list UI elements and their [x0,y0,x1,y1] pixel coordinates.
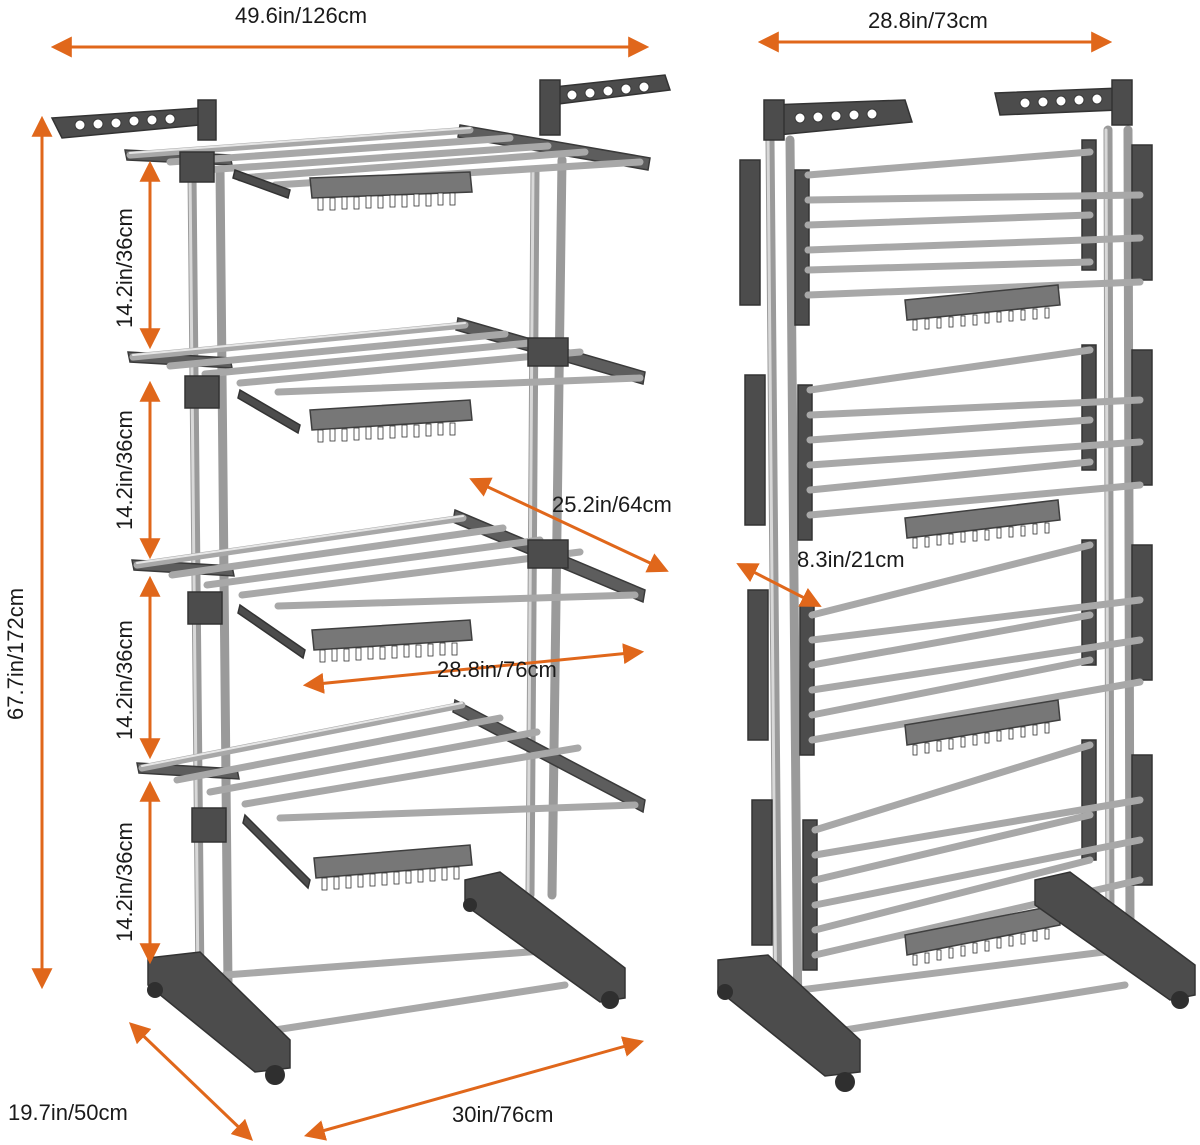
shelf-width-arrow [302,643,645,694]
base-width-label: 30in/76cm [452,1102,554,1127]
folded-panel-1 [739,139,1153,331]
shelf-spacing-label-2: 14.2in/36cm [112,410,137,530]
dimension-arrows [31,31,1113,1141]
shelf-diagonal-arrow [469,477,669,573]
base-depth-label: 19.7in/50cm [8,1100,128,1125]
expanded-base [147,871,626,1085]
base-width-arrow [303,1036,645,1141]
shelf-spacing-label-4: 14.2in/36cm [112,822,137,942]
overall-width-label: 49.6in/126cm [235,3,367,28]
folded-rack [717,79,1196,1092]
shelf-spacing-label-3: 14.2in/36cm [112,620,137,740]
shelf-diagonal-label: 25.2in/64cm [552,492,672,517]
dimension-labels: 49.6in/126cm 28.8in/73cm 67.7in/172cm 14… [3,3,988,1127]
expanded-rack [50,74,672,1085]
folded-width-label: 28.8in/73cm [868,8,988,33]
shelf-tier-1 [124,124,651,211]
shelf-tier-4 [136,698,646,891]
folded-panel-3 [747,539,1153,756]
base-depth-arrow [128,1022,254,1141]
shelf-tier-2 [127,317,646,443]
folded-base [717,871,1196,1092]
folded-panel-4 [751,739,1153,971]
folded-depth-arrow [736,563,822,607]
folded-panel-2 [744,344,1153,549]
shelf-width-label: 28.8in/76cm [437,657,557,682]
folded-depth-label: 8.3in/21cm [797,547,905,572]
shelf-tier-3 [131,508,646,663]
shelf-spacing-label-1: 14.2in/36cm [112,208,137,328]
total-height-label: 67.7in/172cm [3,588,28,720]
